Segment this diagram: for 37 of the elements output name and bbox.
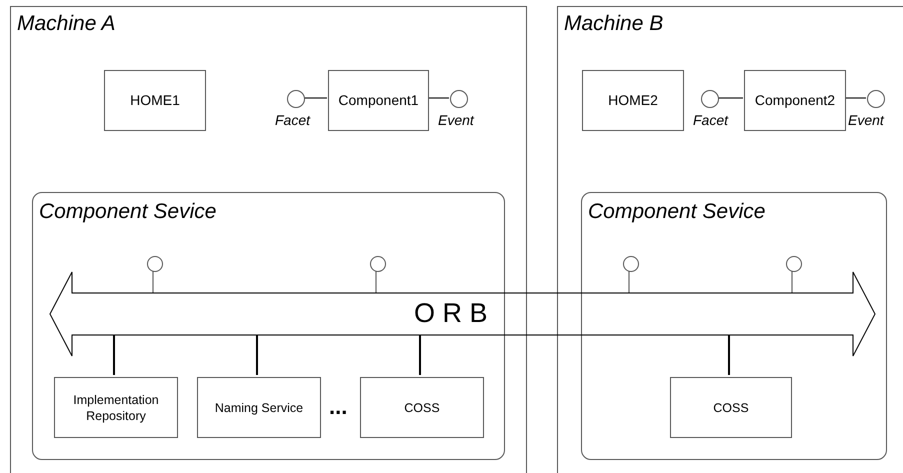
- box-label: HOME2: [608, 92, 658, 109]
- component-box: [744, 70, 846, 131]
- box-label: COSS: [404, 400, 440, 416]
- interface-label: Event: [438, 112, 474, 128]
- orb-double-arrow: [50, 272, 875, 356]
- machine-title: Machine A: [17, 11, 116, 37]
- box-label: Component1: [338, 92, 419, 109]
- interface-label: Facet: [275, 112, 310, 128]
- component-box: [670, 377, 792, 438]
- box-label: Naming Service: [214, 400, 304, 416]
- service-container: [581, 192, 887, 460]
- machine-frame: [10, 6, 527, 473]
- connector-line: [256, 335, 258, 375]
- connector-line: [152, 270, 154, 294]
- container-title: Component Sevice: [39, 199, 216, 225]
- box-label: HOME1: [130, 92, 180, 109]
- component-box: [582, 70, 684, 131]
- connector-line: [628, 270, 630, 294]
- component-box: [54, 377, 178, 438]
- box-label: Component2: [754, 92, 836, 109]
- interface-label: Event: [848, 112, 884, 128]
- box-label: COSS: [713, 400, 749, 416]
- interface-label: Facet: [693, 112, 728, 128]
- orb-label: O R B: [414, 298, 488, 328]
- connector-line: [419, 335, 421, 375]
- component-box: [104, 70, 206, 131]
- connector-line: [728, 335, 730, 375]
- component-box: [328, 70, 429, 131]
- machine-frame: [557, 6, 903, 473]
- component-box: [360, 377, 484, 438]
- box-label: Implementation Repository: [72, 392, 160, 424]
- component-box: [197, 377, 321, 438]
- connector-line: [113, 335, 115, 375]
- ellipsis-label: ...: [329, 395, 348, 419]
- machine-title: Machine B: [564, 11, 664, 37]
- service-container: [32, 192, 505, 460]
- container-title: Component Sevice: [588, 199, 766, 225]
